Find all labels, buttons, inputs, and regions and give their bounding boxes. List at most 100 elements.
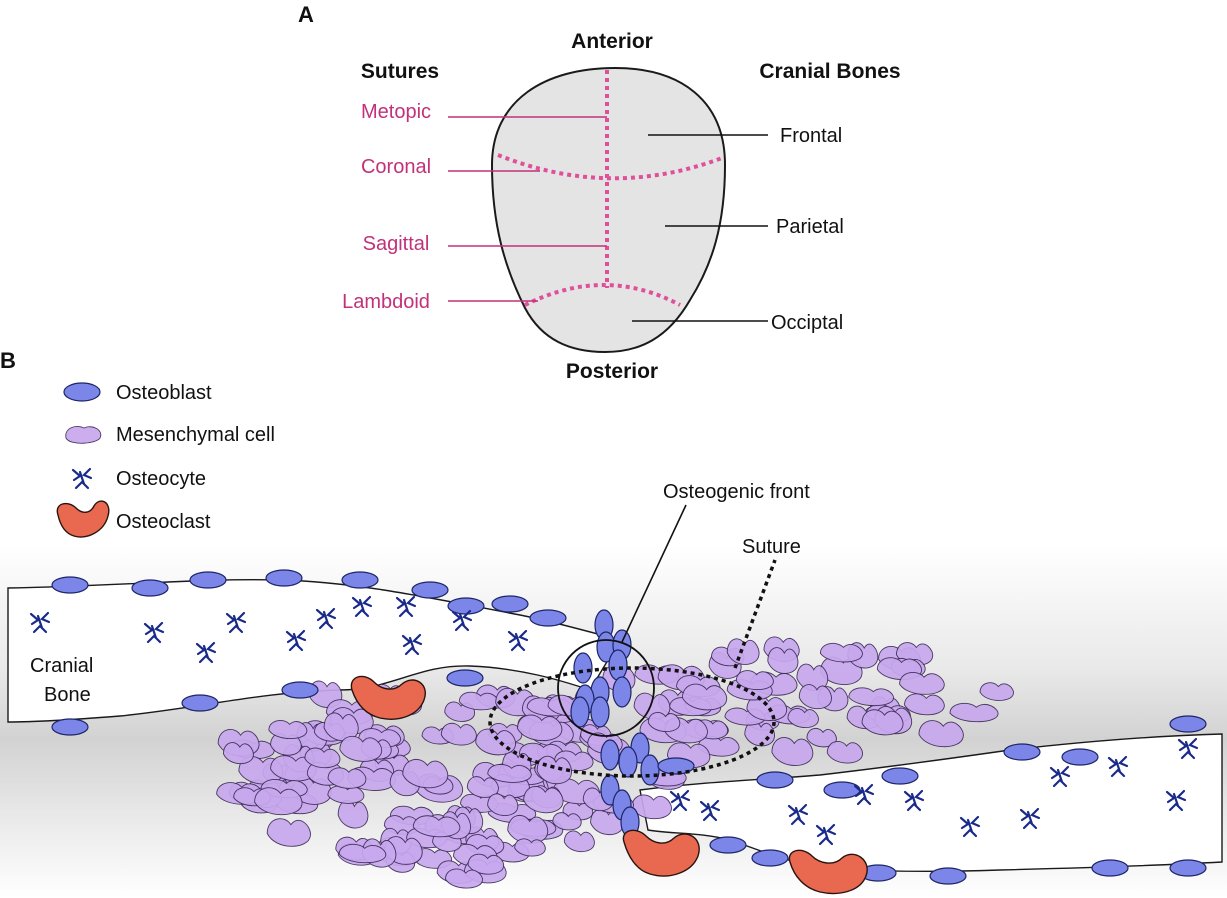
osteocyte-cell xyxy=(285,629,307,652)
osteoblast-cell xyxy=(51,718,89,736)
cranial-bone-label-line2: Bone xyxy=(44,684,91,706)
osteoclast-cell xyxy=(350,675,426,720)
mesenchymal-cell xyxy=(467,853,505,875)
mesenchymal-cell xyxy=(458,691,499,711)
mesenchymal-cell xyxy=(327,785,365,804)
osteocyte-cell xyxy=(395,595,417,618)
mesenchymal-cell xyxy=(819,642,863,663)
mesenchymal-cell xyxy=(338,843,387,864)
mesenchymal-cell xyxy=(647,711,681,733)
mesenchymal-cell xyxy=(254,787,303,816)
osteocyte-cell xyxy=(1049,765,1071,788)
suture-label-coronal: Coronal xyxy=(361,156,431,178)
mesenchymal-cell xyxy=(861,709,904,736)
osteocyte-cell xyxy=(1019,807,1041,830)
legend-label-osteocyte: Osteocyte xyxy=(116,468,206,490)
osteoblast-cell xyxy=(590,696,610,728)
osteoblast-cell xyxy=(341,571,379,589)
osteoblast-cell xyxy=(823,781,861,799)
posterior-label: Posterior xyxy=(566,360,658,383)
osteocyte-cell xyxy=(1165,789,1187,812)
osteoblast-cell xyxy=(446,669,484,687)
osteoblast-cell xyxy=(618,746,638,778)
osteocyte-cell xyxy=(903,789,925,812)
osteoclast-icon xyxy=(56,500,110,538)
coronal-suture-line xyxy=(497,153,723,181)
mesenchymal-cell xyxy=(949,702,999,723)
mesenchymal-cell xyxy=(440,722,477,746)
suture-label-sagittal: Sagittal xyxy=(363,233,430,255)
osteocyte-cell xyxy=(959,815,981,838)
mesenchymal-cell xyxy=(918,720,964,748)
mesenchymal-cell xyxy=(979,682,1014,701)
osteocyte-cell xyxy=(507,629,529,652)
cranial-bone-label-line1: Cranial xyxy=(30,655,93,677)
mesenchymal-cell xyxy=(552,812,582,831)
mesenchymal-cell xyxy=(787,708,819,729)
bone-leader-lines xyxy=(632,134,768,322)
mesenchymal-cell xyxy=(771,737,814,766)
osteoblast-cell xyxy=(570,696,590,728)
osteoblast-cell xyxy=(881,767,919,785)
mesenchymal-cell xyxy=(475,728,516,756)
osteoblast-cell xyxy=(573,652,593,684)
osteoblast-cell xyxy=(751,849,789,867)
osteocyte-icon xyxy=(71,467,93,490)
panel-a-letter: A xyxy=(298,2,314,27)
mesenchymal-cell xyxy=(268,720,308,740)
osteocyte-cell xyxy=(787,803,809,826)
legend-label-mesenchymal-cell: Mesenchymal cell xyxy=(116,424,275,446)
panel-b-letter: B xyxy=(0,348,16,373)
osteoblast-cell xyxy=(1169,715,1207,733)
mesenchymal-cell xyxy=(726,638,760,665)
osteoblast-cell xyxy=(756,771,794,789)
mesenchymal-cell xyxy=(563,830,595,853)
osteoblast-cell xyxy=(265,569,303,587)
suture-leader-lines xyxy=(448,116,607,302)
osteoblast-cell xyxy=(640,754,660,786)
mesenchymal-cell xyxy=(848,687,894,707)
osteocyte-cell xyxy=(225,611,247,634)
bone-label-parietal: Parietal xyxy=(776,216,844,238)
legend-label-osteoclast: Osteoclast xyxy=(116,511,211,533)
osteocyte-cell xyxy=(669,789,691,812)
osteocyte-cell xyxy=(315,607,337,630)
suture-boundary xyxy=(488,666,776,778)
osteocyte-cell xyxy=(401,633,423,656)
osteoblast-cell xyxy=(600,739,620,771)
panel-a: A Anterior Sutures Cranial Bones Metopic… xyxy=(298,2,901,383)
suture-lines xyxy=(497,70,723,307)
mesenchymal-cell xyxy=(223,742,254,765)
cranial-bones-heading: Cranial Bones xyxy=(759,60,900,83)
osteoblast-cell xyxy=(709,836,747,854)
mesenchymal-cell xyxy=(466,776,499,798)
mesenchymal-cell xyxy=(304,747,341,769)
osteocyte-cell xyxy=(853,783,875,806)
mesenchymal-cell-icon xyxy=(65,426,102,444)
osteoclast-cell xyxy=(622,829,700,877)
mesenchymal-cell xyxy=(339,735,383,762)
suture-label: Suture xyxy=(742,536,801,558)
osteoblast-cell xyxy=(281,681,319,699)
mesenchymal-cell xyxy=(767,647,799,674)
osteocyte-cell xyxy=(143,621,165,644)
osteoblast-cell xyxy=(1169,859,1207,877)
legend: Osteoblast Mesenchymal cell Osteocyte Os… xyxy=(56,382,275,538)
mesenchymal-cell xyxy=(523,785,564,814)
bone-label-occipital: Occiptal xyxy=(771,312,843,334)
mesenchymal-cell xyxy=(681,683,728,711)
suture-pointer xyxy=(733,559,777,669)
bone-label-frontal: Frontal xyxy=(780,125,842,147)
suture-label-metopic: Metopic xyxy=(361,101,431,123)
mesenchymal-cell xyxy=(899,672,945,695)
mesenchymal-cell xyxy=(412,815,461,838)
osteoblast-cell xyxy=(491,595,529,613)
osteoblast-cell xyxy=(657,757,695,775)
osteocyte-cell xyxy=(29,611,51,634)
osteoclast-cell xyxy=(788,849,868,895)
mesenchymal-cell xyxy=(445,868,483,889)
mesenchymal-cell xyxy=(904,693,945,716)
skull-outline xyxy=(490,66,727,354)
suture-label-lambdoid: Lambdoid xyxy=(342,291,430,313)
